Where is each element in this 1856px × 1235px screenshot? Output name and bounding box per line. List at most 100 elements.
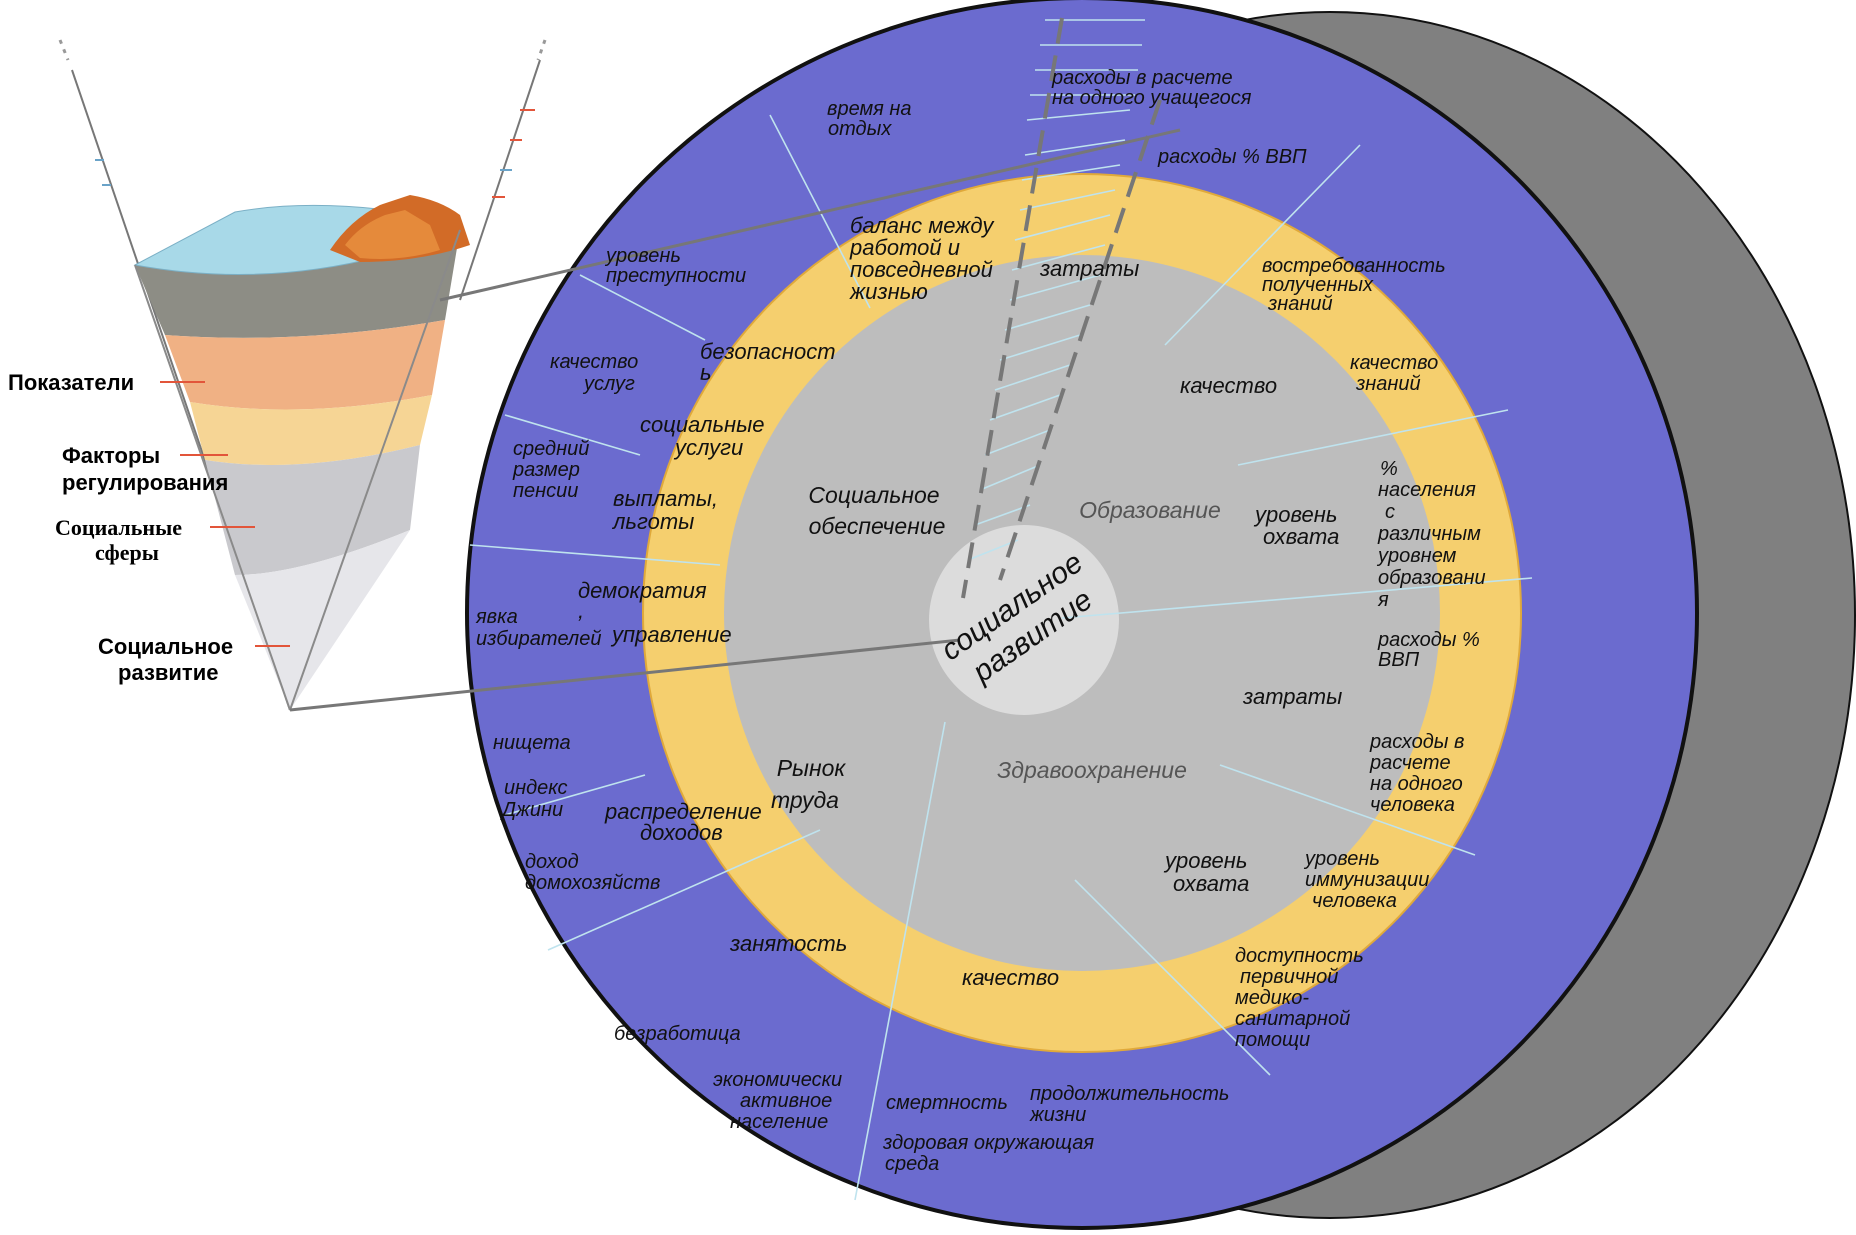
indicator-pop-education-line7: я (1377, 589, 1389, 611)
indicator-life-expectancy-line2: жизни (1029, 1104, 1086, 1126)
indicator-immunization-line1: уровень (1303, 848, 1380, 870)
factor-coverage-health-line1: уровень (1163, 848, 1247, 873)
indicator-demand-line1: востребованность (1262, 255, 1446, 277)
factor-safety-line1: безопасност (700, 339, 836, 364)
indicator-per-person-line2: расчете (1369, 752, 1451, 774)
factor-democracy-line1: демократия (578, 578, 707, 603)
indicator-gini-line2: Джини (500, 799, 563, 821)
indicator-primary-care-line3: медико- (1235, 987, 1309, 1009)
indicator-gdp-health-line2: ВВП (1378, 649, 1420, 671)
core-disk (929, 525, 1119, 715)
factor-democracy-line3: управление (610, 622, 732, 647)
factor-coverage-education-line1: уровень (1253, 502, 1337, 527)
indicator-unemployment: безработица (614, 1023, 741, 1045)
connector-lines (289, 128, 1181, 712)
indicator-per-person-line4: человека (1370, 794, 1455, 816)
indicator-per-student-line2: на одного учащегося (1052, 87, 1252, 109)
sphere-labor-line1: Рынок (777, 755, 847, 781)
indicator-turnout-line1: явка (475, 606, 518, 628)
wedge-dashed-lines (961, 17, 1162, 599)
indicator-environment-line1: здоровая окружающая (882, 1132, 1094, 1154)
sphere-labor-line2: труда (771, 787, 839, 813)
legend: Показатели Факторы регулирования Социаль… (8, 370, 233, 685)
factor-employment: занятость (729, 931, 847, 956)
factor-balance-line2: работой и (849, 235, 960, 260)
indicator-turnout-line2: избирателей (476, 628, 601, 650)
indicator-crime-line2: преступности (606, 265, 746, 287)
indicator-service-quality-line1: качество (550, 351, 638, 373)
factor-labels: баланс между работой и повседневной жизн… (578, 213, 1342, 990)
indicator-immunization-line3: человека (1312, 890, 1397, 912)
factor-quality-health: качество (962, 965, 1059, 990)
indicator-pop-education-line1: % (1380, 458, 1398, 480)
factor-costs-health: затраты (1242, 684, 1342, 709)
legend-core-line2: развитие (118, 660, 218, 685)
sphere-education: Образование (1079, 497, 1221, 523)
indicator-pop-education-line4: различным (1377, 523, 1481, 545)
indicator-pop-education-line6: образовани (1378, 567, 1486, 589)
indicator-active-pop-line2: активное (740, 1090, 832, 1112)
factor-balance-line3: повседневной (850, 257, 993, 282)
indicator-household-line2: домохозяйств (525, 872, 660, 894)
indicator-per-student-line1: расходы в расчете (1051, 67, 1233, 89)
legend-indicators: Показатели (8, 370, 134, 395)
indicator-pop-education-line2: населения (1378, 479, 1476, 501)
indicator-demand-line3: знаний (1267, 293, 1333, 315)
factor-income-distribution-line1: распределение (604, 799, 762, 824)
indicator-knowledge-quality-line2: знаний (1355, 373, 1421, 395)
factor-balance-line4: жизнью (849, 279, 928, 304)
factor-democracy-line2: , (578, 598, 584, 623)
indicator-gdp-health-line1: расходы % (1377, 629, 1480, 651)
indicator-household-line1: доход (525, 851, 579, 873)
sphere-social-security-line1: Социальное (808, 482, 939, 508)
factor-payments-line2: льготы (611, 509, 694, 534)
indicator-active-pop-line3: население (730, 1111, 828, 1133)
sphere-social-security-line2: обеспечение (809, 513, 946, 539)
factor-social-services-line2: услуги (673, 435, 743, 460)
indicator-per-person-line1: расходы в (1369, 731, 1464, 753)
indicator-pension-line2: размер (512, 459, 580, 481)
indicator-pop-education-line3: с (1385, 501, 1395, 523)
legend-spheres-line2: сферы (95, 540, 159, 565)
indicator-primary-care-line2: первичной (1240, 966, 1338, 988)
indicator-demand-line2: полученных (1262, 274, 1374, 296)
indicator-crime-line1: уровень (604, 245, 681, 267)
indicator-active-pop-line1: экономически (713, 1069, 842, 1091)
factor-balance-line1: баланс между (850, 213, 995, 238)
sphere-labels: Социальное обеспечение Образование Здрав… (771, 482, 1221, 813)
indicator-service-quality-line2: услуг (582, 373, 635, 395)
legend-factors-line1: Факторы (62, 443, 160, 468)
indicator-pop-education-line5: уровнем (1376, 545, 1457, 567)
legend-spheres-line1: Социальные (55, 515, 182, 540)
indicator-primary-care-line1: доступность (1235, 945, 1364, 967)
indicator-gdp-education: расходы % ВВП (1157, 146, 1307, 168)
indicator-labels: время на отдых расходы в расчете на одно… (475, 67, 1486, 1175)
factor-social-services-line1: социальные (640, 412, 765, 437)
indicator-pension-line3: пенсии (513, 480, 578, 502)
sphere-health: Здравоохранение (997, 757, 1187, 783)
factor-coverage-health-line2: охвата (1173, 871, 1249, 896)
indicator-mortality: смертность (886, 1092, 1008, 1114)
legend-factors-line2: регулирования (62, 470, 228, 495)
indicator-pension-line1: средний (513, 438, 589, 460)
factor-income-distribution-line2: доходов (640, 820, 723, 845)
indicator-gini-line1: индекс (504, 777, 568, 799)
factor-quality-education: качество (1180, 373, 1277, 398)
indicator-primary-care-line4: санитарной (1235, 1008, 1350, 1030)
indicator-life-expectancy-line1: продолжительность (1030, 1083, 1229, 1105)
factor-costs-education: затраты (1039, 256, 1139, 281)
indicator-leisure-line1: время на (827, 98, 912, 120)
indicator-primary-care-line5: помощи (1235, 1029, 1310, 1051)
factor-payments-line1: выплаты, (613, 486, 718, 511)
legend-core-line1: Социальное (98, 634, 233, 659)
indicator-per-person-line3: на одного (1370, 773, 1463, 795)
indicator-leisure-line2: отдых (828, 118, 892, 140)
factor-safety-line2: ь (700, 360, 712, 385)
indicator-environment-line2: среда (885, 1153, 939, 1175)
indicator-poverty: нищета (493, 732, 571, 754)
factor-coverage-education-line2: охвата (1263, 524, 1339, 549)
indicator-knowledge-quality-line1: качество (1350, 352, 1438, 374)
earth-wedge-illustration (58, 39, 547, 711)
indicator-immunization-line2: иммунизации (1305, 869, 1429, 891)
